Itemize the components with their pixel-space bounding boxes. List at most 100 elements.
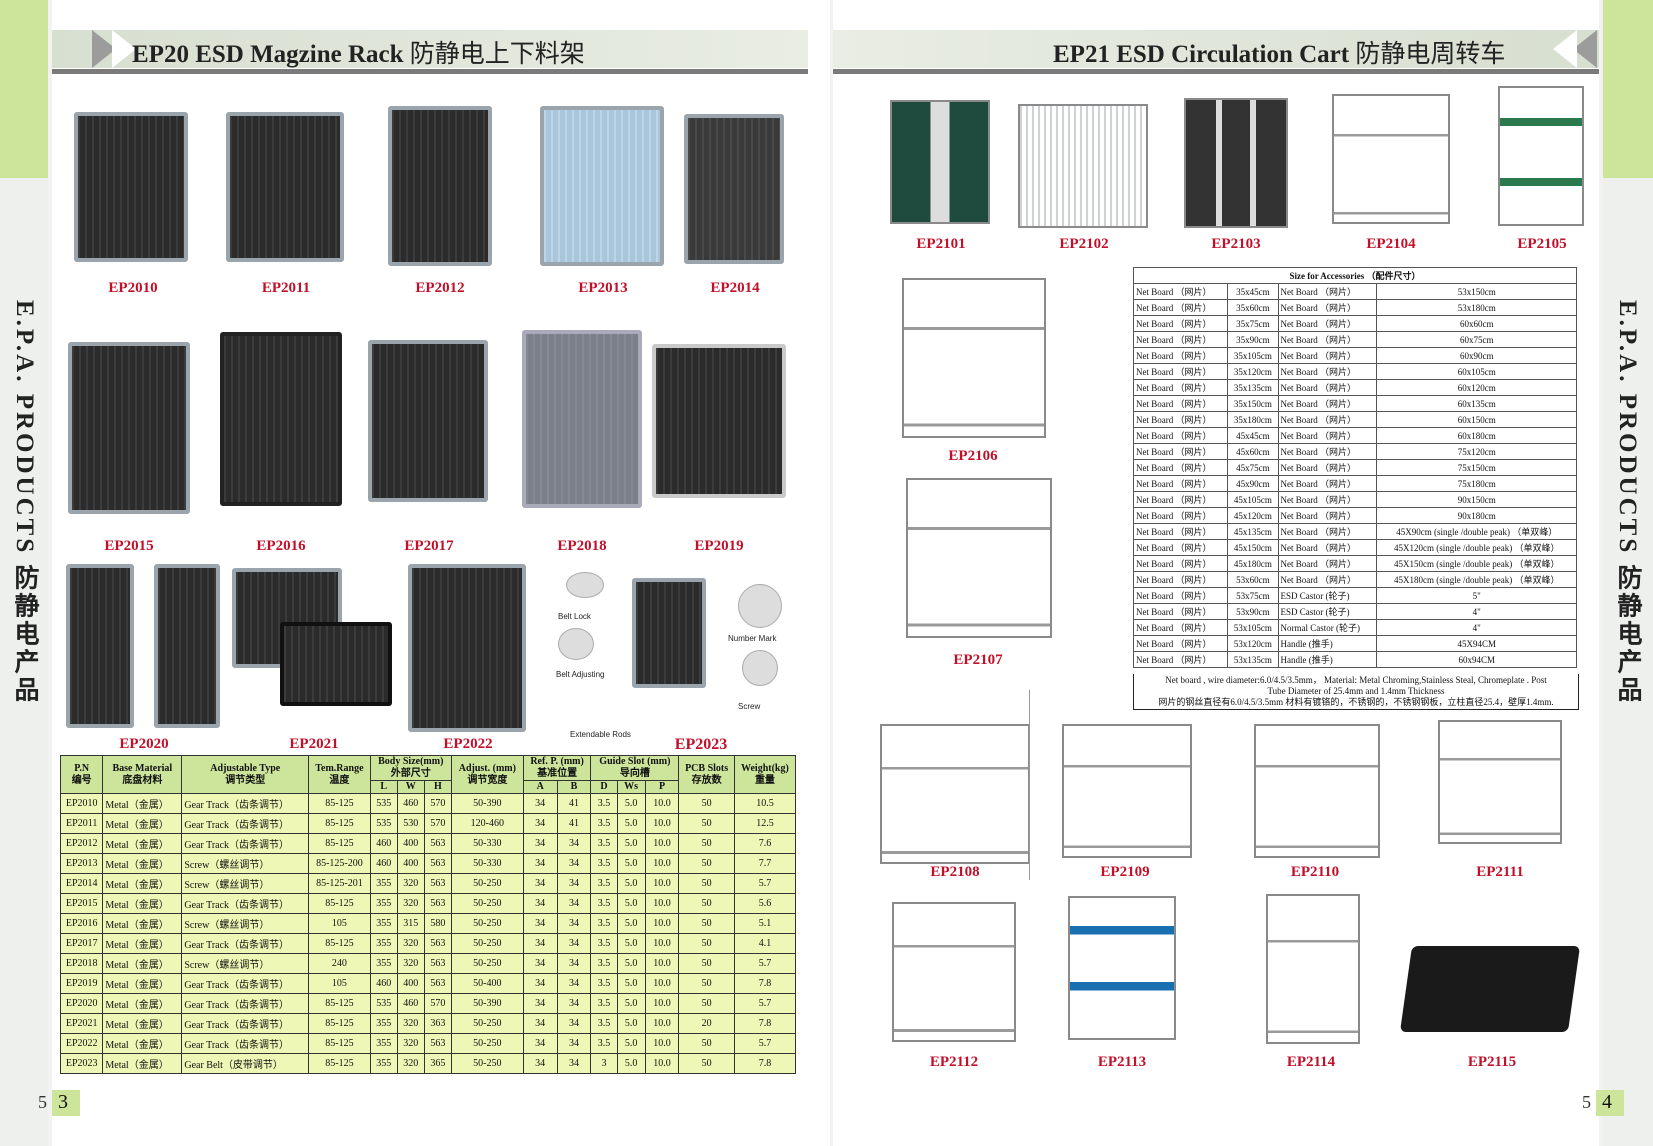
table-cell: 10.0 [644, 1013, 680, 1034]
table-cell: Gear Track（齿条调节） [181, 793, 310, 814]
product-ep2110[interactable]: EP2110 [1248, 720, 1382, 886]
cart-image [1438, 720, 1562, 844]
table-cell: 355 [369, 953, 398, 974]
product-caption: EP2015 [104, 538, 154, 554]
table-cell: Metal（金属） [102, 873, 183, 894]
table-cell: 365 [423, 1053, 452, 1074]
product-ep2101[interactable]: EP2101 [884, 96, 998, 254]
product-ep2022[interactable]: EP2022 [406, 562, 530, 754]
table-cell: 34 [522, 913, 558, 934]
table-cell: Gear Track（齿条调节） [181, 833, 310, 854]
table-cell: Gear Belt（皮带调节） [181, 1053, 310, 1074]
product-ep2019[interactable]: EP2019 [648, 342, 790, 554]
accessory-cell: Net Board （网片） [1277, 571, 1378, 588]
product-ep2103[interactable]: EP2103 [1176, 94, 1296, 254]
product-ep2013[interactable]: EP2013 [538, 104, 668, 296]
accessory-cell: Net Board （网片） [1132, 651, 1229, 668]
accessory-cell: 75x180cm [1376, 475, 1577, 492]
accessory-cell: 35x90cm [1227, 331, 1279, 348]
product-ep2023[interactable]: Belt Lock Belt Adjusting Number Mark Scr… [546, 570, 796, 754]
table-cell: 34 [522, 793, 558, 814]
accessory-cell: Net Board （网片） [1132, 523, 1229, 540]
product-ep2105[interactable]: EP2105 [1494, 82, 1590, 254]
product-ep2115[interactable]: EP2115 [1399, 936, 1584, 1076]
note-line-2: Tube Diameter of 25.4mm and 1.4mm Thickn… [1267, 686, 1445, 696]
accessory-cell: Net Board （网片） [1277, 555, 1378, 572]
product-ep2014[interactable]: EP2014 [682, 112, 788, 296]
magazine-rack-image [74, 112, 188, 262]
product-ep2107[interactable]: EP2107 [896, 472, 1060, 672]
product-ep2106[interactable]: EP2106 [892, 268, 1054, 468]
table-cell: 85-125 [308, 933, 371, 954]
table-cell: 3.5 [590, 993, 618, 1014]
product-ep2104[interactable]: EP2104 [1326, 90, 1456, 254]
product-ep2108[interactable]: EP2108 [872, 700, 1038, 886]
header-body: Body Size(mm)外部尺寸 [369, 755, 452, 781]
accessory-cell: Net Board （网片） [1277, 523, 1378, 540]
left-page-number-prefix: 5 [38, 1092, 47, 1112]
table-cell: Screw（螺丝调节） [181, 853, 310, 874]
accessory-cell: Net Board （网片） [1132, 331, 1229, 348]
accessory-cell: Net Board （网片） [1277, 491, 1378, 508]
product-ep2111[interactable]: EP2111 [1432, 716, 1568, 886]
accessory-cell: 35x120cm [1227, 363, 1279, 380]
table-cell: 85-125-201 [308, 873, 371, 894]
cart-image [1332, 94, 1450, 224]
table-cell: EP2022 [59, 1033, 104, 1054]
product-ep2017[interactable]: EP2017 [366, 338, 492, 554]
product-ep2016[interactable]: EP2016 [216, 330, 346, 554]
product-ep2015[interactable]: EP2015 [66, 340, 192, 554]
table-cell: 5.7 [733, 873, 797, 894]
header-b: B [556, 780, 592, 794]
product-ep2102[interactable]: EP2102 [1014, 100, 1154, 254]
accessory-cell: ESD Castor (轮子) [1277, 603, 1378, 620]
table-cell: 535 [369, 813, 398, 834]
accessory-cell: Net Board （网片） [1132, 363, 1229, 380]
accessory-cell: 35x180cm [1227, 411, 1279, 428]
product-ep2114[interactable]: EP2114 [1250, 890, 1372, 1076]
product-ep2020[interactable]: EP2020 [64, 562, 224, 754]
table-cell: 3.5 [590, 853, 618, 874]
accessory-cell: Handle (推手) [1277, 651, 1378, 668]
table-cell: 3.5 [590, 1033, 618, 1054]
header-a: A [522, 780, 558, 794]
table-cell: EP2015 [59, 893, 104, 914]
table-cell: 7.8 [733, 1013, 797, 1034]
product-caption: EP2101 [916, 236, 966, 252]
product-ep2018[interactable]: EP2018 [520, 328, 644, 554]
product-ep2109[interactable]: EP2109 [1054, 720, 1196, 886]
product-ep2010[interactable]: EP2010 [70, 110, 196, 296]
product-ep2012[interactable]: EP2012 [384, 104, 496, 296]
table-cell: Metal（金属） [102, 973, 183, 994]
product-caption: EP2109 [1100, 864, 1150, 880]
table-cell: 50 [678, 913, 735, 934]
table-cell: 563 [423, 873, 452, 894]
product-ep2011[interactable]: EP2011 [222, 110, 350, 296]
table-cell: 85-125 [308, 1013, 371, 1034]
product-ep2113[interactable]: EP2113 [1060, 892, 1184, 1076]
table-cell: 460 [396, 993, 425, 1014]
table-cell: 10.0 [644, 1053, 680, 1074]
table-cell: 320 [396, 933, 425, 954]
table-cell: 34 [522, 853, 558, 874]
magazine-rack-image [652, 344, 786, 498]
table-cell: 50-400 [450, 973, 524, 994]
note-line-3: 网片的钢丝直径有6.0/4.5/3.5mm 材料有镀铬的，不锈钢的，不锈钢钢板，… [1158, 697, 1554, 707]
cart-image [1184, 98, 1288, 228]
table-cell: 50 [678, 933, 735, 954]
table-cell: EP2013 [59, 853, 104, 874]
header-adjust: Adjust. (mm)调节宽度 [450, 755, 524, 794]
table-cell: 5.0 [616, 993, 646, 1014]
product-ep2021[interactable]: EP2021 [230, 566, 398, 754]
product-ep2112[interactable]: EP2112 [884, 894, 1024, 1076]
cart-image [1254, 724, 1380, 858]
table-cell: 34 [522, 973, 558, 994]
table-cell: 50-390 [450, 793, 524, 814]
